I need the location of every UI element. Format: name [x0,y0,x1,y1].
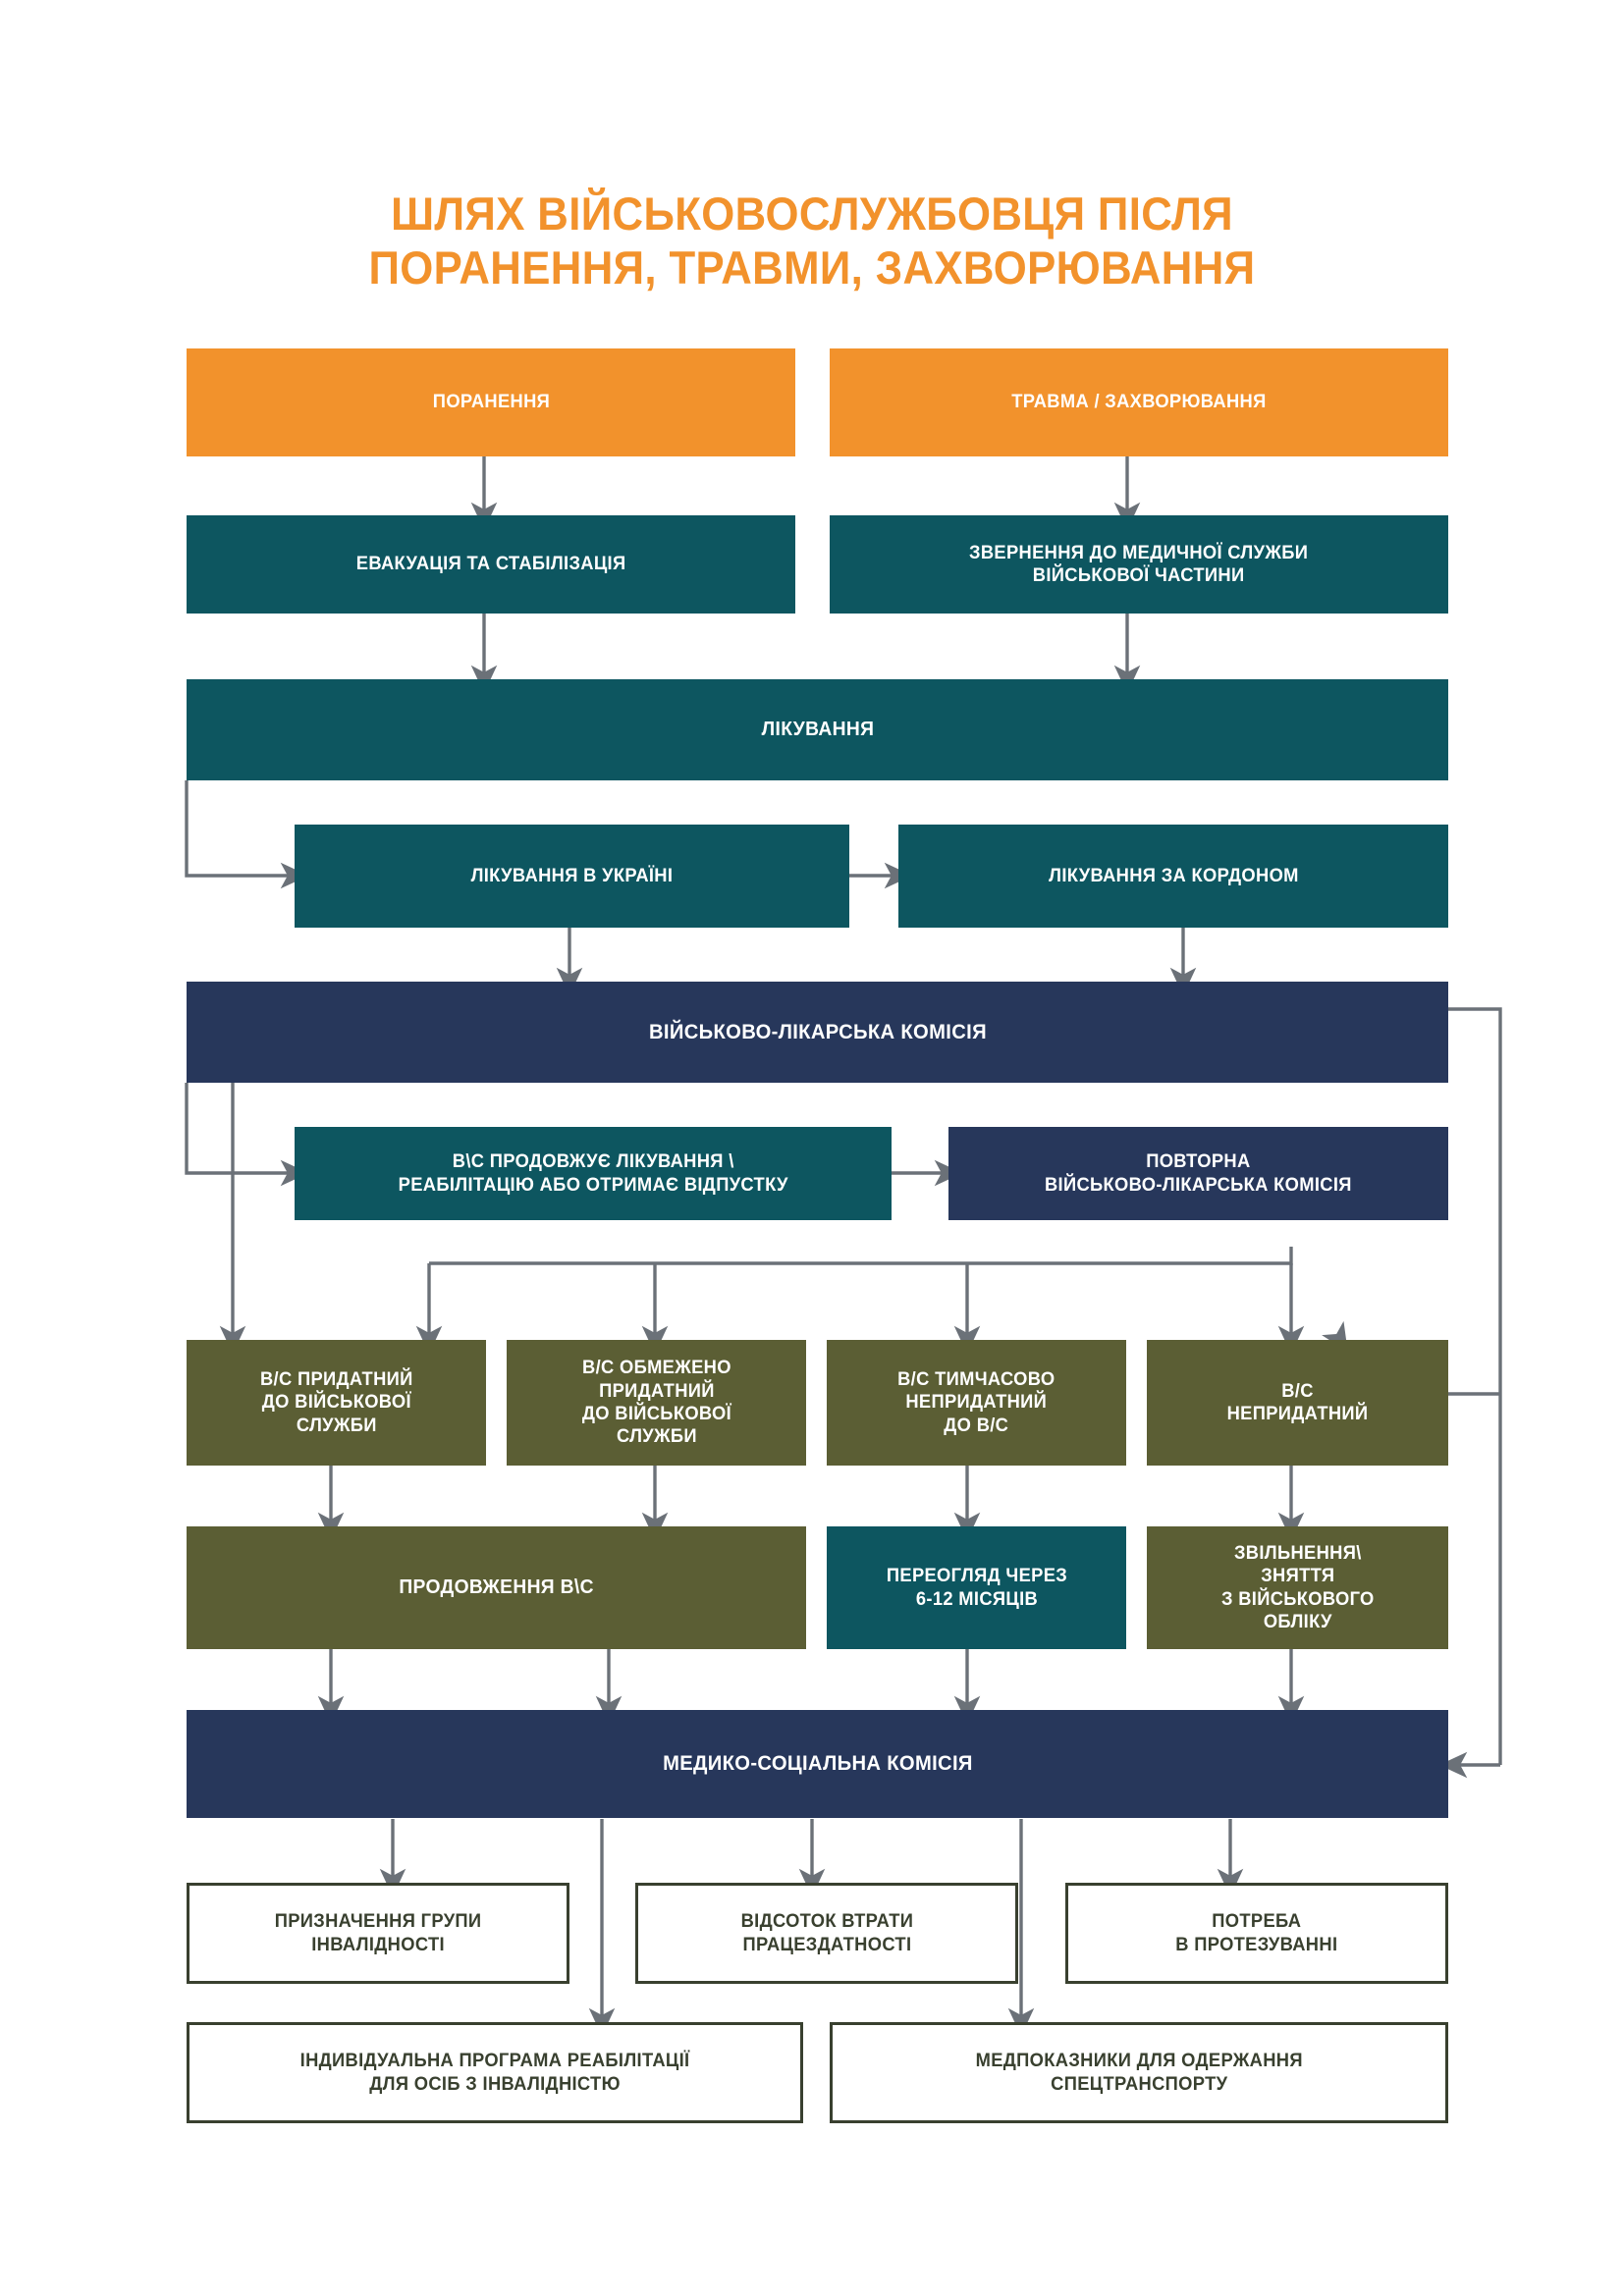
node-treatment-abroad[interactable]: ЛІКУВАННЯ ЗА КОРДОНОМ [898,825,1448,928]
node-trauma-illness[interactable]: ТРАВМА / ЗАХВОРЮВАННЯ [830,348,1448,456]
node-disability-group[interactable]: ПРИЗНАЧЕННЯ ГРУПИ ІНВАЛІДНОСТІ [187,1883,569,1984]
node-treatment-ukraine[interactable]: ЛІКУВАННЯ В УКРАЇНІ [295,825,849,928]
node-special-transport[interactable]: МЕДПОКАЗНИКИ ДЛЯ ОДЕРЖАННЯ СПЕЦТРАНСПОРТ… [830,2022,1448,2123]
node-treatment[interactable]: ЛІКУВАННЯ [187,679,1448,780]
node-temporarily-unfit[interactable]: В/С ТИМЧАСОВО НЕПРИДАТНИЙ ДО В/С [827,1340,1126,1466]
node-medical-service-request[interactable]: ЗВЕРНЕННЯ ДО МЕДИЧНОЇ СЛУЖБИ ВІЙСЬКОВОЇ … [830,515,1448,614]
page-title: ШЛЯХ ВІЙСЬКОВОСЛУЖБОВЦЯ ПІСЛЯ ПОРАНЕННЯ,… [368,187,1256,294]
node-review-6-12[interactable]: ПЕРЕОГЛЯД ЧЕРЕЗ 6-12 МІСЯЦІВ [827,1526,1126,1649]
node-prosthetics-need[interactable]: ПОТРЕБА В ПРОТЕЗУВАННІ [1065,1883,1448,1984]
node-military-medical-commission[interactable]: ВІЙСЬКОВО-ЛІКАРСЬКА КОМІСІЯ [187,982,1448,1083]
node-repeat-commission[interactable]: ПОВТОРНА ВІЙСЬКОВО-ЛІКАРСЬКА КОМІСІЯ [948,1127,1448,1220]
node-work-capacity-loss[interactable]: ВІДСОТОК ВТРАТИ ПРАЦЕЗДАТНОСТІ [635,1883,1018,1984]
node-continuation[interactable]: ПРОДОВЖЕННЯ В\С [187,1526,806,1649]
node-evacuation[interactable]: ЕВАКУАЦІЯ ТА СТАБІЛІЗАЦІЯ [187,515,795,614]
node-individual-program[interactable]: ІНДИВІДУАЛЬНА ПРОГРАМА РЕАБІЛІТАЦІЇ ДЛЯ … [187,2022,803,2123]
node-continues-treatment[interactable]: В\С ПРОДОВЖУЄ ЛІКУВАННЯ \ РЕАБІЛІТАЦІЮ А… [295,1127,892,1220]
node-limited-fit[interactable]: В/С ОБМЕЖЕНО ПРИДАТНИЙ ДО ВІЙСЬКОВОЇ СЛУ… [507,1340,806,1466]
node-wound[interactable]: ПОРАНЕННЯ [187,348,795,456]
node-fit[interactable]: В/С ПРИДАТНИЙ ДО ВІЙСЬКОВОЇ СЛУЖБИ [187,1340,486,1466]
node-unfit[interactable]: В/С НЕПРИДАТНИЙ [1147,1340,1448,1466]
node-discharge[interactable]: ЗВІЛЬНЕННЯ\ ЗНЯТТЯ З ВІЙСЬКОВОГО ОБЛІКУ [1147,1526,1448,1649]
node-medical-social-commission[interactable]: МЕДИКО-СОЦІАЛЬНА КОМІСІЯ [187,1710,1448,1818]
